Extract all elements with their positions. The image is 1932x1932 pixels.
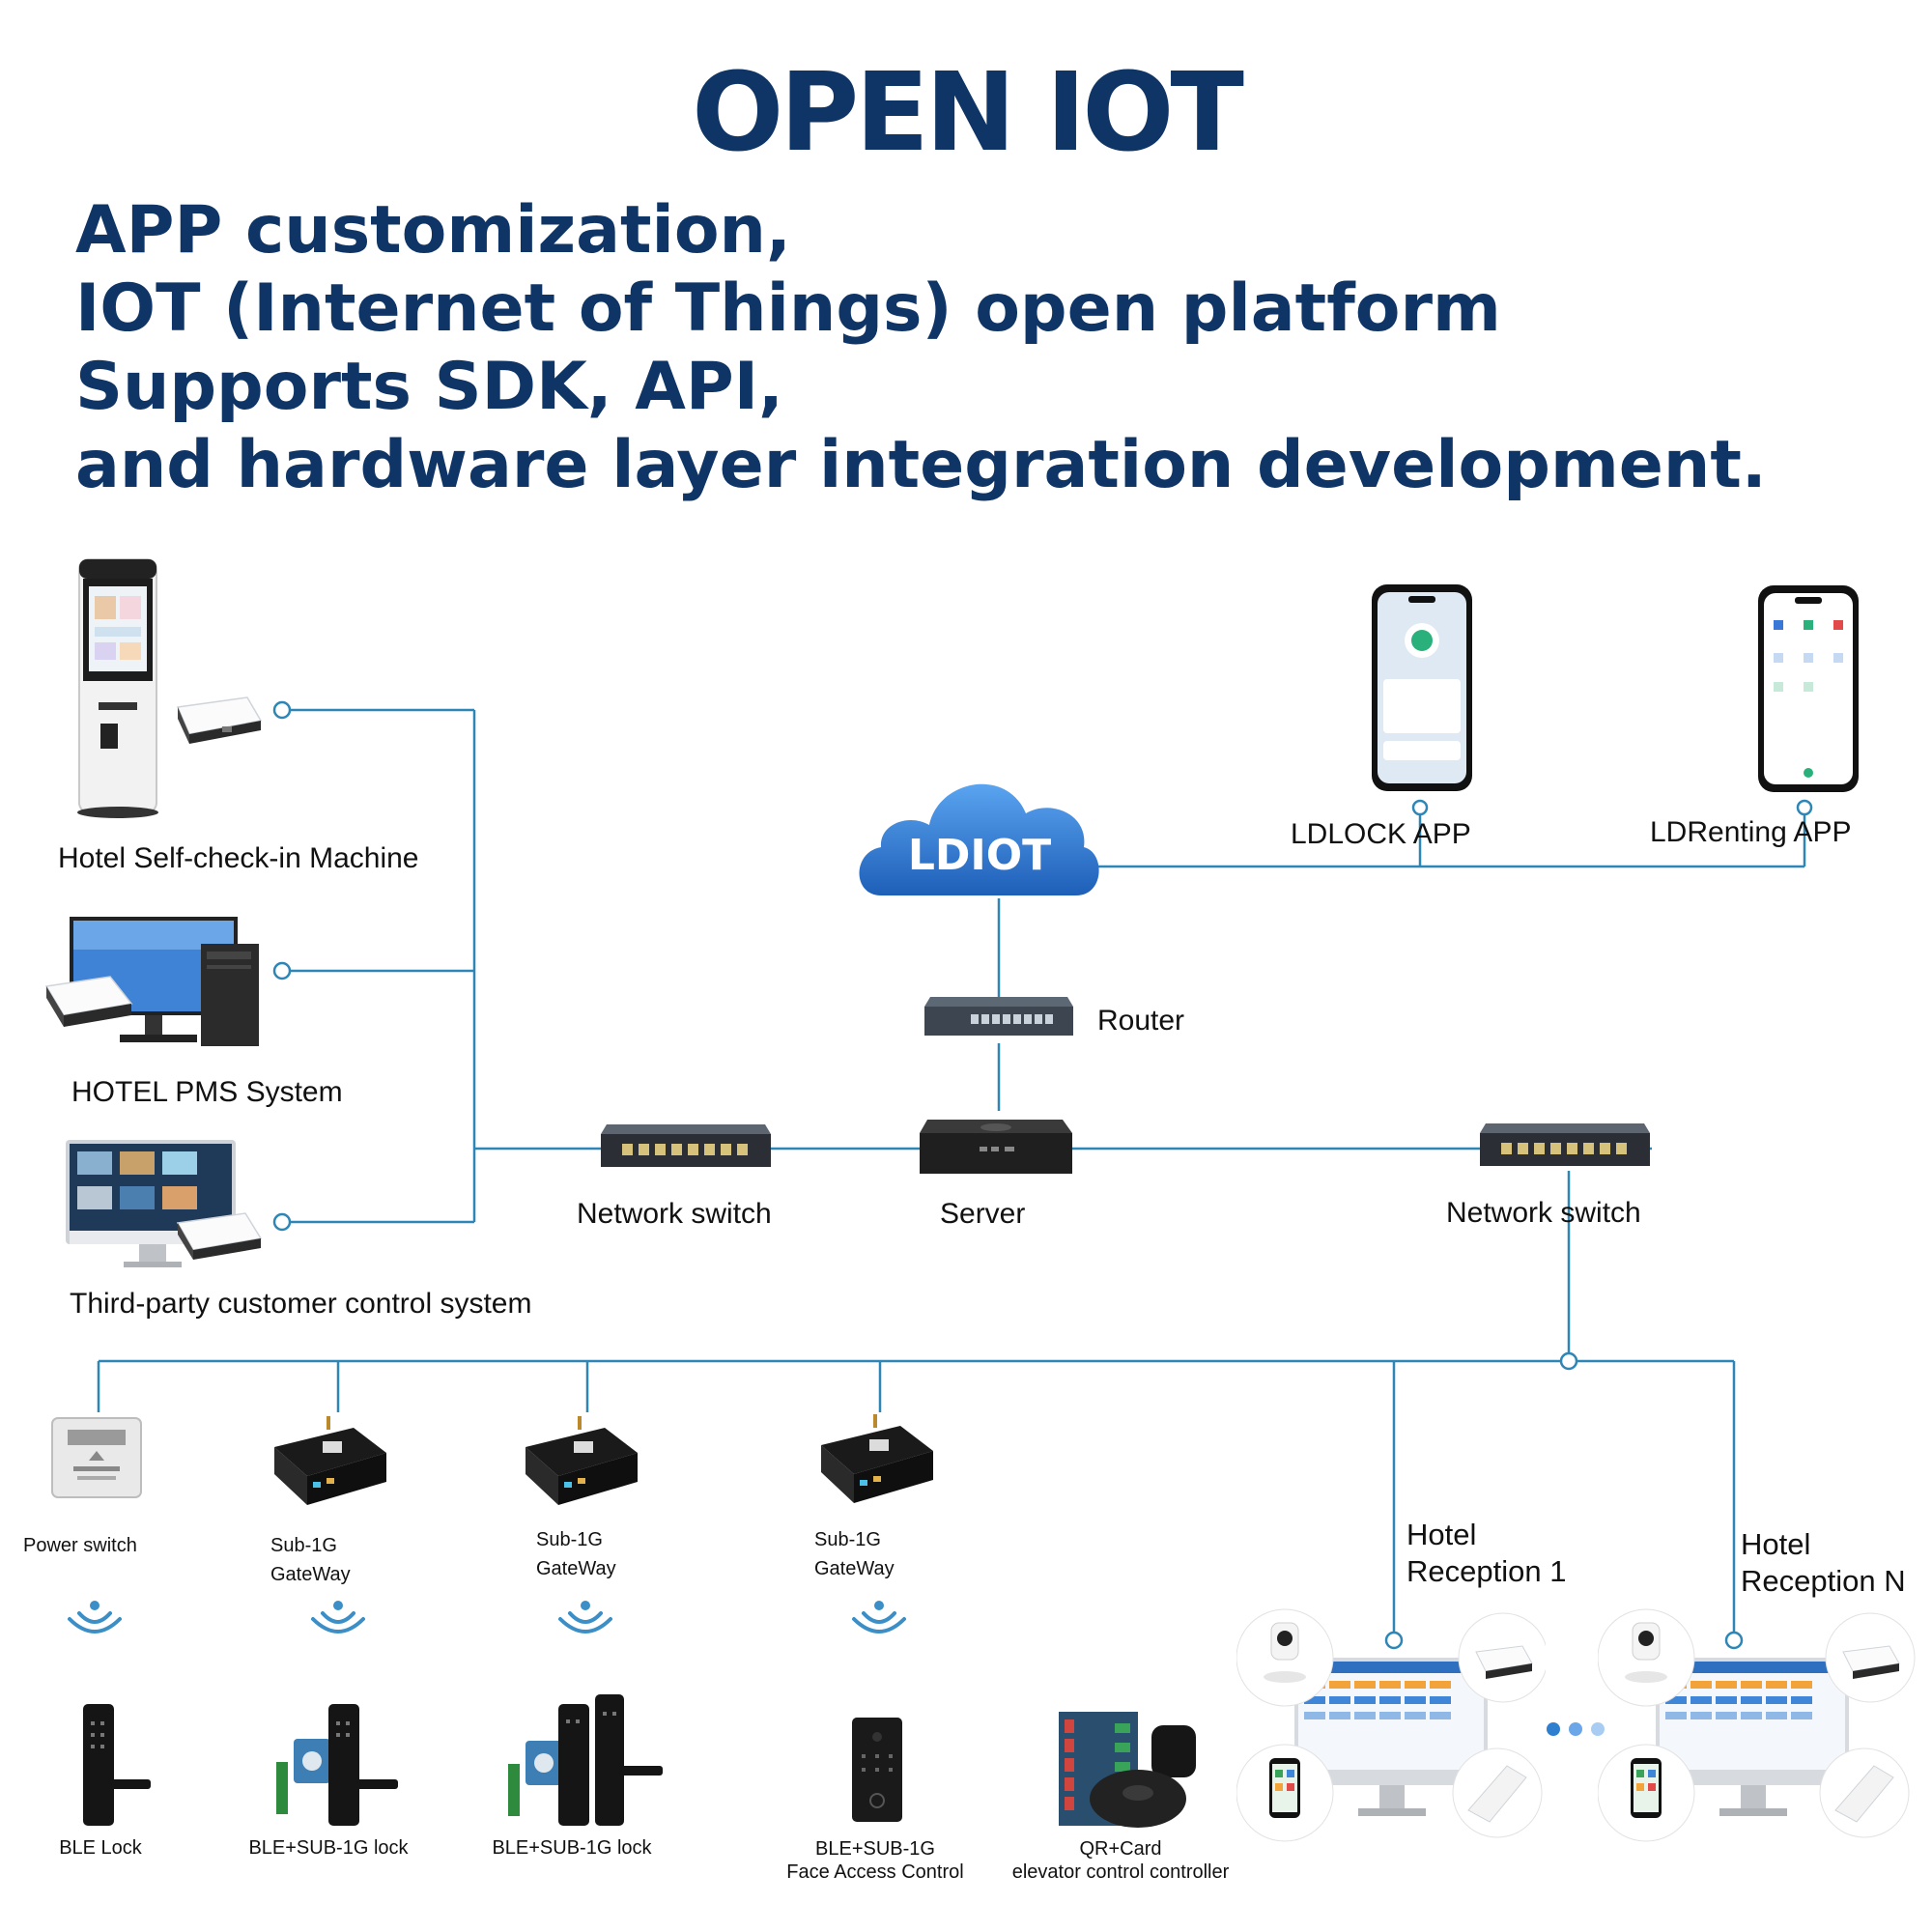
cloud-label: LDIOT xyxy=(908,831,1051,880)
gateway-3-line-2: GateWay xyxy=(814,1558,895,1579)
third-party-computer-icon xyxy=(66,1140,263,1267)
reception-1-label: Hotel Reception 1 xyxy=(1406,1517,1566,1590)
self-checkin-label: Hotel Self-check-in Machine xyxy=(58,842,419,874)
third-party-label: Third-party customer control system xyxy=(70,1288,532,1320)
wireless-signal-icon xyxy=(852,1601,906,1634)
elevator-label: QR+Card elevator control controller xyxy=(995,1837,1246,1884)
kiosk-icon xyxy=(77,558,158,818)
router-label: Router xyxy=(1097,1005,1185,1037)
ldlock-phone-icon xyxy=(1372,584,1472,791)
sub1g-lock-2-label: BLE+SUB-1G lock xyxy=(492,1837,652,1859)
elevator-line-2: elevator control controller xyxy=(1011,1861,1230,1883)
gateway-1-label: Sub-1G GateWay xyxy=(270,1531,351,1589)
ble-lock-icon xyxy=(83,1704,151,1826)
gateway-2-line-2: GateWay xyxy=(536,1558,616,1579)
cloud-icon: LDIOT xyxy=(859,783,1099,895)
ldrenting-app-label: LDRenting APP xyxy=(1650,816,1852,848)
gateway-2-label: Sub-1G GateWay xyxy=(536,1525,616,1583)
server-label: Server xyxy=(940,1198,1026,1230)
sub1g-lock-2-icon xyxy=(508,1694,663,1826)
gateway-1-line-1: Sub-1G xyxy=(270,1535,337,1556)
sub1g-lock-1-label: BLE+SUB-1G lock xyxy=(248,1837,409,1859)
server-icon xyxy=(920,1120,1072,1174)
card-encoder-icon xyxy=(176,696,263,744)
ble-lock-label: BLE Lock xyxy=(59,1837,142,1859)
router-icon xyxy=(924,997,1073,1036)
subtitle-line-4: and hardware layer integration developme… xyxy=(75,427,1767,503)
reception-1-line-2: Reception 1 xyxy=(1406,1554,1567,1588)
network-switch-left-icon xyxy=(601,1124,771,1167)
network-switch-right-icon xyxy=(1480,1123,1650,1166)
wireless-signal-icon xyxy=(558,1601,612,1634)
reception-1-cluster-icon xyxy=(1236,1608,1546,1842)
subtitle: APP customization, IOT (Internet of Thin… xyxy=(75,191,1891,504)
gateway-2-icon xyxy=(526,1416,638,1505)
wireless-signal-icon xyxy=(68,1601,122,1634)
reception-n-label: Hotel Reception N xyxy=(1741,1526,1906,1600)
reception-n-line-2: Reception N xyxy=(1741,1564,1906,1598)
subtitle-line-1: APP customization, xyxy=(75,192,791,269)
gateway-1-icon xyxy=(274,1416,386,1505)
gateway-3-label: Sub-1G GateWay xyxy=(814,1525,895,1583)
gateway-3-icon xyxy=(821,1414,933,1503)
power-switch-icon xyxy=(51,1417,142,1498)
face-access-icon xyxy=(852,1718,902,1822)
reception-n-cluster-icon xyxy=(1598,1608,1916,1842)
face-access-line-2: Face Access Control xyxy=(786,1861,964,1883)
elevator-line-1: QR+Card xyxy=(1079,1838,1162,1860)
face-access-line-1: BLE+SUB-1G xyxy=(815,1838,935,1860)
face-access-label: BLE+SUB-1G Face Access Control xyxy=(763,1837,987,1884)
power-switch-label: Power switch xyxy=(23,1535,137,1556)
switch-right-label: Network switch xyxy=(1446,1197,1641,1229)
reception-n-line-1: Hotel xyxy=(1741,1527,1811,1561)
gateway-2-line-1: Sub-1G xyxy=(536,1529,603,1550)
pms-computer-icon xyxy=(44,917,259,1046)
ldlock-app-label: LDLOCK APP xyxy=(1291,818,1471,850)
elevator-controller-icon xyxy=(1059,1712,1196,1828)
subtitle-line-3: Supports SDK, API, xyxy=(75,349,783,425)
more-dots-icon xyxy=(1547,1722,1605,1736)
reception-1-line-1: Hotel xyxy=(1406,1518,1477,1551)
wireless-signal-icon xyxy=(311,1601,365,1634)
gateway-3-line-1: Sub-1G xyxy=(814,1529,881,1550)
pms-label: HOTEL PMS System xyxy=(71,1076,343,1108)
gateway-1-line-2: GateWay xyxy=(270,1564,351,1585)
subtitle-line-2: IOT (Internet of Things) open platform xyxy=(75,270,1501,347)
switch-left-label: Network switch xyxy=(577,1198,772,1230)
ldrenting-phone-icon xyxy=(1758,585,1859,792)
sub1g-lock-1-icon xyxy=(276,1704,398,1826)
page-title: OPEN IOT xyxy=(692,50,1244,176)
